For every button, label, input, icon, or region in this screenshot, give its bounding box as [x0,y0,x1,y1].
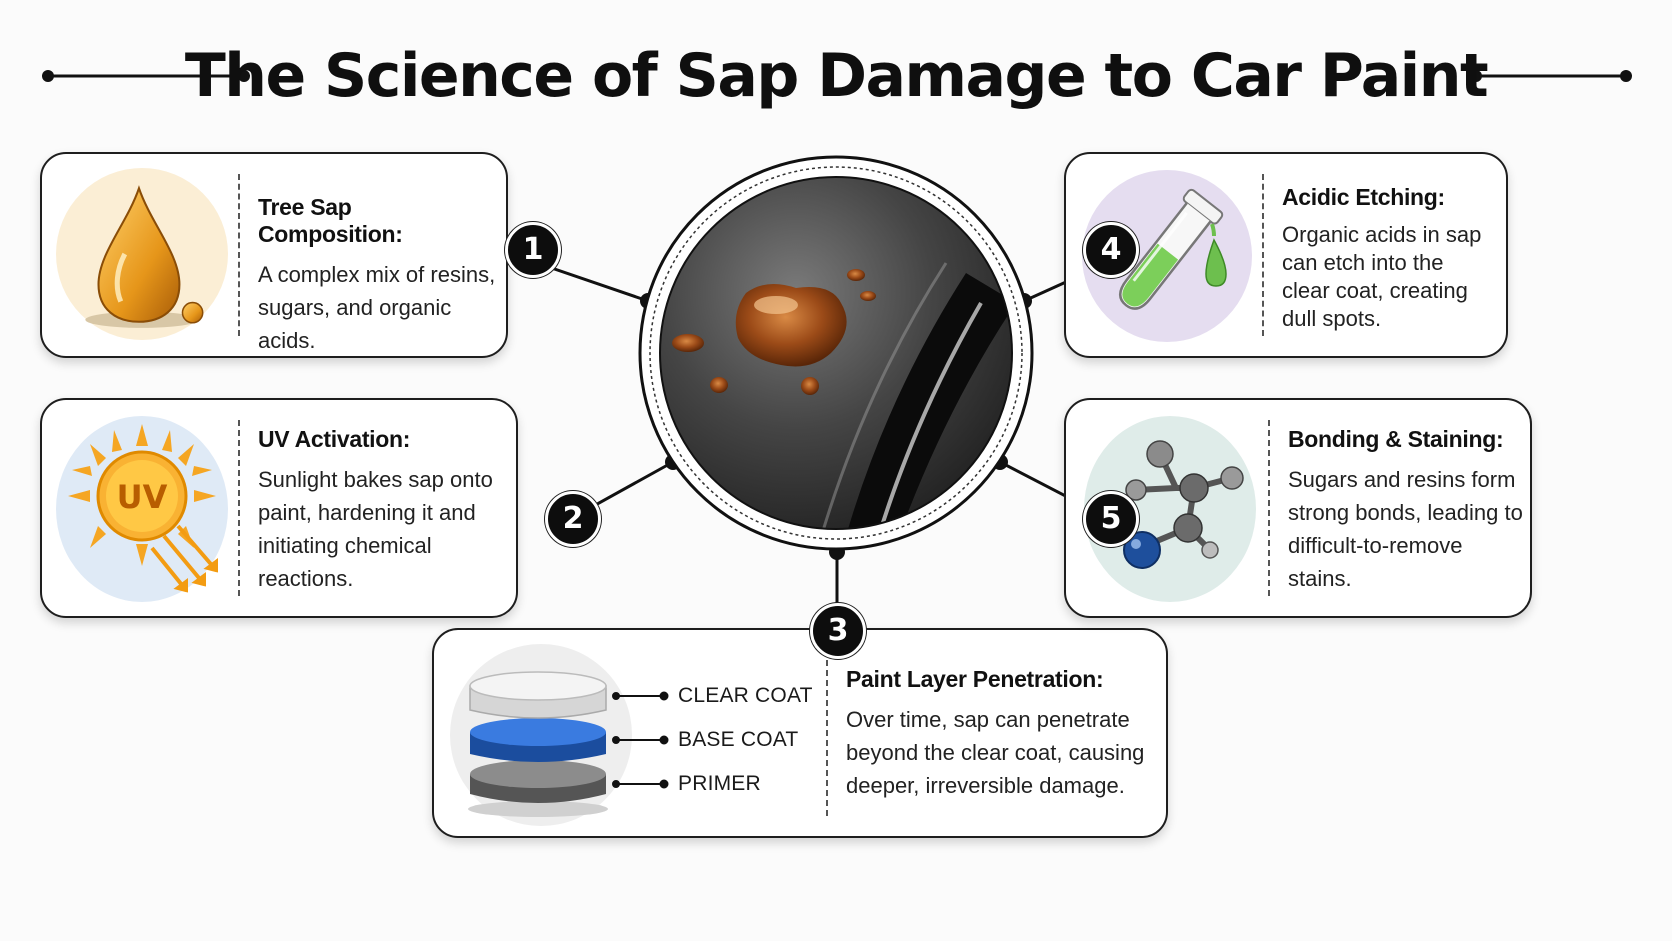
step-2-body: Sunlight bakes sap onto paint, hardening… [258,467,493,591]
step-5-number: 5 [1083,491,1139,547]
title-rule-left [42,70,250,82]
layer-pointer-lines [612,691,669,789]
step-1-body: A complex mix of resins, sugars, and org… [258,262,496,353]
step-5-title: Bonding & Staining: [1288,426,1504,452]
step-card-bonding-staining: Bonding & Staining: Sugars and resins fo… [1064,398,1532,618]
step-card-paint-penetration: CLEAR COAT BASE COAT PRIMER Paint Layer … [432,628,1168,838]
step-card-uv-activation: UV UV Activation: Sunlight bakes sap ont… [40,398,518,618]
layer-label-primer: PRIMER [678,772,761,795]
step-2-number: 2 [545,491,601,547]
step-4-number: 4 [1083,222,1139,278]
page-title: The Science of Sap Damage to Car Paint [184,41,1489,111]
step-5-body: Sugars and resins form strong bonds, lea… [1288,467,1523,591]
sap-drop-icon [56,168,228,340]
sap-on-paint-image [636,153,1036,553]
layer-label-clear-coat: CLEAR COAT [678,684,813,707]
step-4-body: Organic acids in sap can etch into the c… [1282,222,1482,331]
step-3-title: Paint Layer Penetration: [846,666,1104,692]
title-rule-right [1470,70,1632,82]
step-2-title: UV Activation: [258,426,411,452]
step-4-title: Acidic Etching: [1282,184,1445,210]
layer-label-base-coat: BASE COAT [678,728,799,751]
uv-sun-icon: UV [56,416,228,602]
step-card-sap-composition: Tree Sap Composition: A complex mix of r… [40,152,508,358]
step-1-title: Tree Sap Composition: [258,194,403,247]
paint-layers-icon [450,644,632,826]
step-3-body: Over time, sap can penetrate beyond the … [846,707,1145,798]
uv-icon-text: UV [117,478,168,516]
step-1-number: 1 [505,222,561,278]
step-3-number: 3 [810,603,866,659]
